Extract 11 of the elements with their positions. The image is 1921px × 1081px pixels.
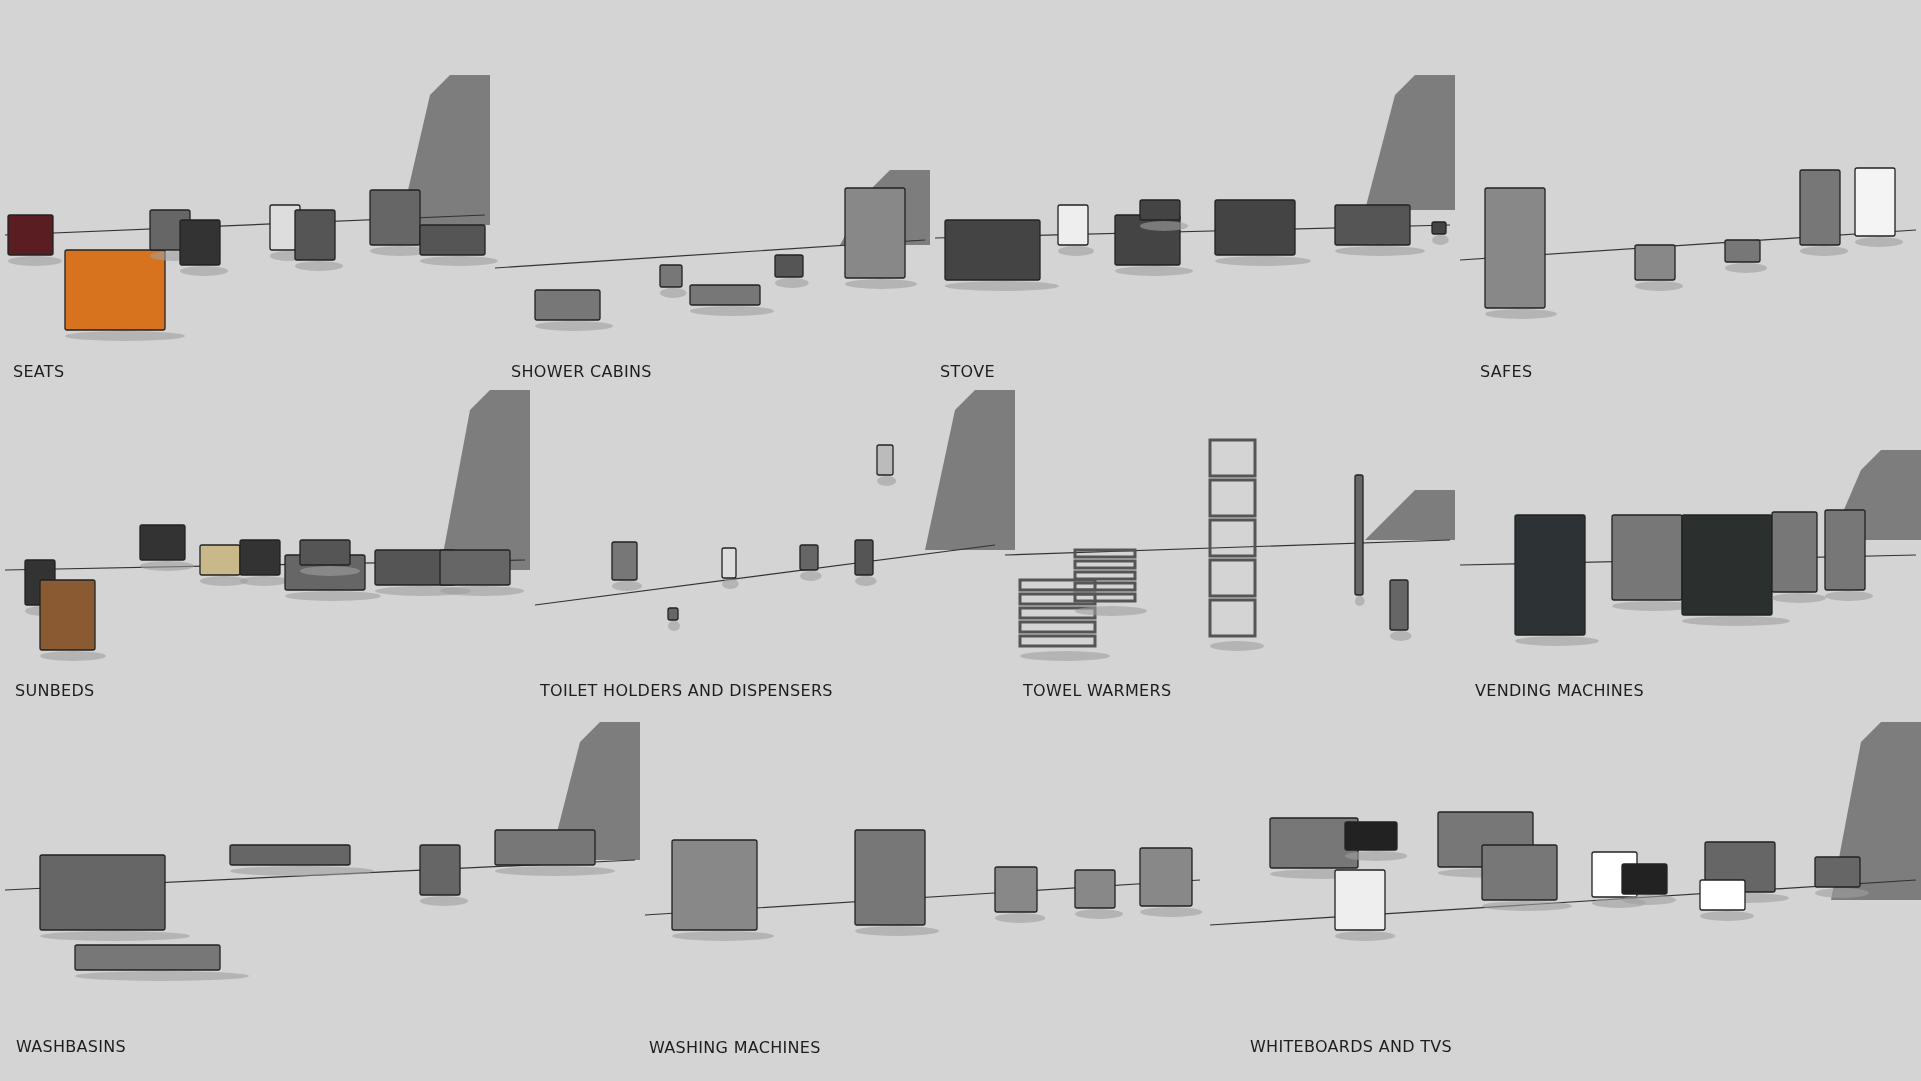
category-title: WHITEBOARDS AND TVS — [1250, 1037, 1452, 1056]
category-title: SAFES — [1480, 362, 1533, 381]
category-title: SEATS — [13, 362, 65, 381]
category-title: TOWEL WARMERS — [1023, 681, 1172, 700]
category-title: SHOWER CABINS — [511, 362, 652, 381]
category-title: WASHING MACHINES — [649, 1038, 821, 1057]
category-title: SUNBEDS — [15, 681, 95, 700]
category-title: STOVE — [940, 362, 995, 381]
category-title: WASHBASINS — [16, 1037, 126, 1056]
category-title: VENDING MACHINES — [1475, 681, 1644, 700]
category-title: TOILET HOLDERS AND DISPENSERS — [540, 681, 833, 700]
